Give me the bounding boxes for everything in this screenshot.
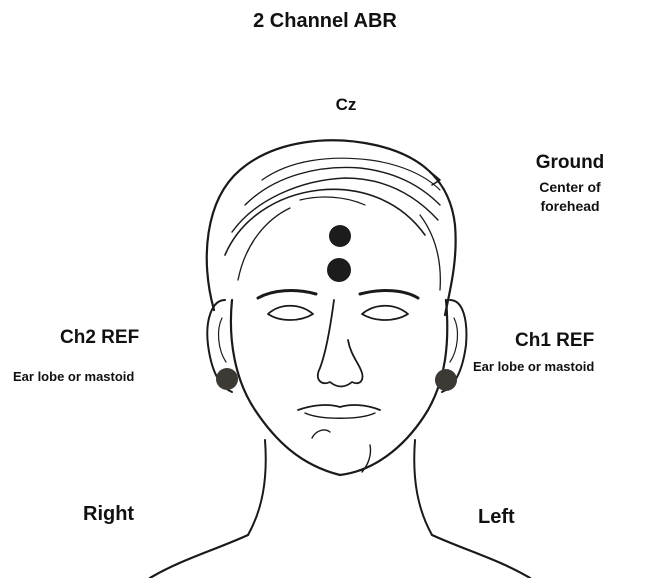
eye bbox=[268, 306, 313, 320]
ground-label: Ground bbox=[520, 152, 620, 174]
ch2-ref-sublabel: Ear lobe or mastoid bbox=[13, 369, 134, 384]
electrode-ground bbox=[327, 258, 351, 282]
electrode-ch1-ref bbox=[435, 369, 457, 391]
side-label-left: Left bbox=[478, 506, 515, 529]
eyebrow bbox=[258, 291, 316, 298]
hair-strand bbox=[238, 208, 290, 280]
neck bbox=[414, 440, 432, 535]
shoulder bbox=[150, 535, 248, 578]
hair-strand bbox=[428, 170, 440, 185]
shoulder bbox=[432, 535, 530, 578]
ch2-ref-label: Ch2 REF bbox=[60, 327, 139, 349]
ch1-ref-sublabel: Ear lobe or mastoid bbox=[473, 359, 594, 374]
hair-strand bbox=[300, 197, 365, 205]
ch1-ref-label: Ch1 REF bbox=[515, 330, 594, 352]
cz-label: Cz bbox=[320, 95, 372, 115]
eyebrow bbox=[360, 291, 418, 298]
electrode-ch2-ref bbox=[216, 368, 238, 390]
ground-sublabel: Center of forehead bbox=[515, 178, 625, 216]
eye bbox=[362, 306, 408, 320]
mouth bbox=[298, 405, 380, 410]
hair-strand bbox=[225, 189, 425, 255]
hair-strand bbox=[232, 178, 438, 232]
electrode-cz bbox=[329, 225, 351, 247]
hair-strand bbox=[420, 215, 440, 290]
chin-line bbox=[312, 430, 330, 438]
nose bbox=[318, 300, 363, 387]
neck bbox=[248, 440, 266, 535]
side-label-right: Right bbox=[83, 503, 134, 526]
